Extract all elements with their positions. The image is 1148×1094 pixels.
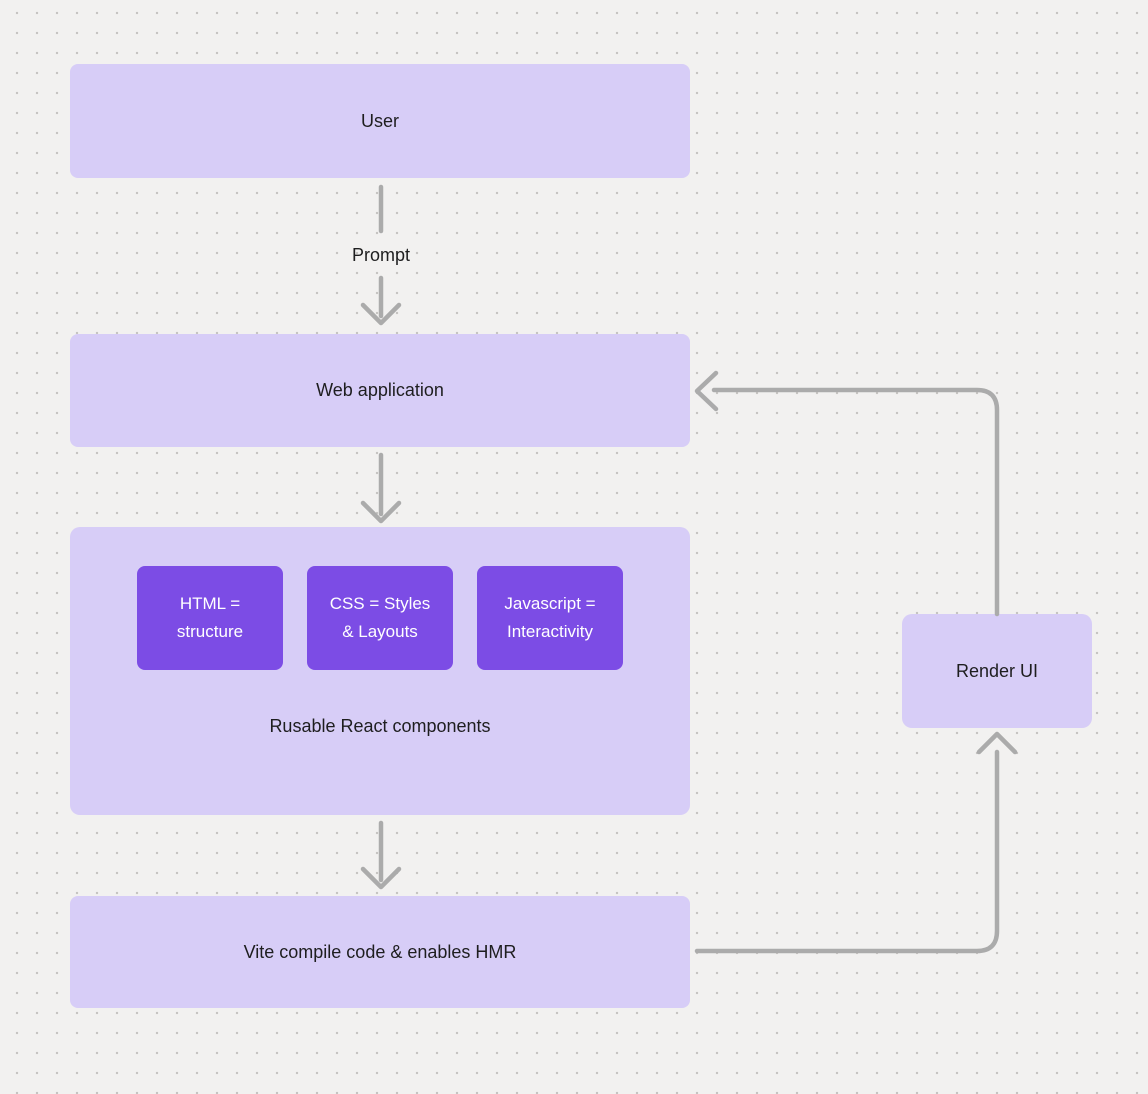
node-vite-compile[interactable]: Vite compile code & enables HMR [70,896,690,1008]
connector-vite-to-render-ui [694,749,1000,954]
arrowhead-left-into-webapp-icon [694,370,719,412]
node-web-application-label: Web application [316,380,444,400]
chip-javascript-interactivity-label: Javascript = Interactivity [504,594,596,641]
connector-render-ui-to-webapp [711,387,1000,617]
chip-javascript-interactivity[interactable]: Javascript = Interactivity [477,566,623,670]
chip-html-structure-label: HTML = structure [176,594,244,641]
arrowhead-down-into-vite-icon [360,866,402,890]
node-user-label: User [360,110,399,131]
chip-css-styles-label: CSS = Styles & Layouts [329,594,431,641]
edge-label-prompt: Prompt [351,245,411,265]
node-render-ui[interactable]: Render UI [902,614,1092,728]
arrowhead-down-into-components-icon [360,500,402,524]
node-web-application[interactable]: Web application [70,334,690,447]
chip-css-styles[interactable]: CSS = Styles & Layouts [307,566,453,670]
node-render-ui-label: Render UI [955,660,1039,681]
arrowhead-up-into-render-ui-icon [976,731,1018,755]
arrowhead-down-into-webapp-icon [360,302,402,326]
node-vite-compile-label: Vite compile code & enables HMR [243,941,517,962]
chip-html-structure[interactable]: HTML = structure [137,566,283,670]
react-components-caption: Rusable React components [269,716,491,736]
node-user[interactable]: User [70,64,690,178]
